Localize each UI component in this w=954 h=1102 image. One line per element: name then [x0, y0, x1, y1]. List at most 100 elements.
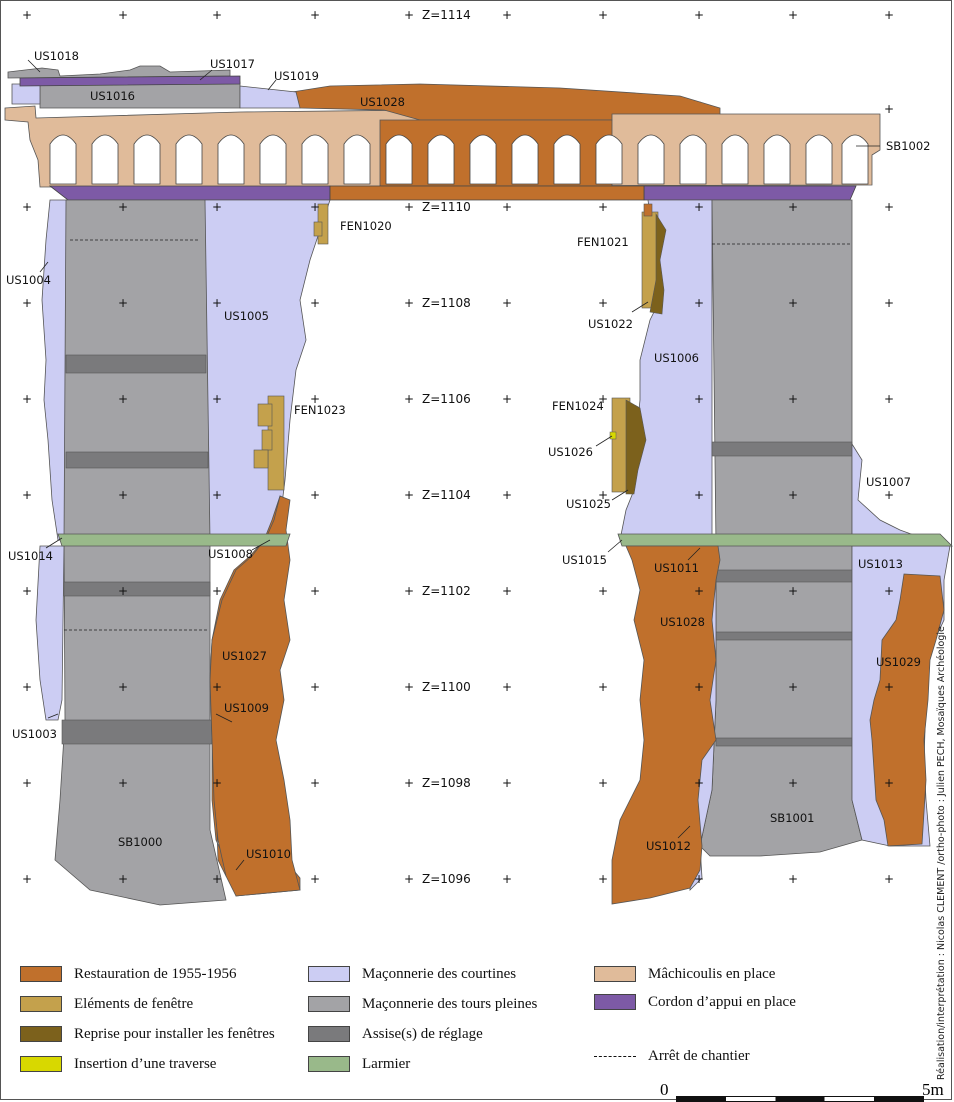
- grid-cross: +: [118, 488, 128, 502]
- label-fen1023: FEN1023: [294, 403, 346, 417]
- label-us1019: US1019: [274, 69, 319, 83]
- arcade-opening: [301, 134, 329, 185]
- grid-cross: +: [22, 8, 32, 22]
- fen1024-window: [609, 397, 647, 495]
- label-us1007: US1007: [866, 475, 911, 489]
- grid-cross: +: [212, 776, 222, 790]
- fen1023-window: [253, 395, 285, 491]
- label-us1014: US1014: [8, 549, 53, 563]
- right-tower: [609, 199, 953, 905]
- us1003-courtine: [35, 545, 65, 721]
- grid-cross: +: [310, 392, 320, 406]
- sb1000-tower: [54, 199, 227, 906]
- grid-cross: +: [404, 872, 414, 886]
- restoration-machicoulis: [291, 83, 721, 121]
- grid-cross: +: [22, 776, 32, 790]
- grid-cross: +: [212, 680, 222, 694]
- grid-cross: +: [788, 776, 798, 790]
- z-level-label: Z=1110: [422, 200, 471, 214]
- us1017-cordon: [19, 75, 241, 87]
- grid-cross: +: [502, 776, 512, 790]
- label-us1028: US1028: [660, 615, 705, 629]
- grid-cross: +: [310, 8, 320, 22]
- machicoulis-band: [4, 65, 881, 201]
- label-sb1000: SB1000: [118, 835, 162, 849]
- grid-cross: +: [118, 584, 128, 598]
- arcade-opening: [805, 134, 833, 185]
- z-level-label: Z=1100: [422, 680, 471, 694]
- z-level-label: Z=1096: [422, 872, 471, 886]
- label-us1025: US1025: [566, 497, 611, 511]
- grid-cross: +: [212, 392, 222, 406]
- grid-cross: +: [212, 8, 222, 22]
- grid-cross: +: [310, 680, 320, 694]
- grid-cross: +: [310, 296, 320, 310]
- grid-cross: +: [788, 680, 798, 694]
- us1028-restoration: [611, 545, 721, 905]
- grid-cross: +: [694, 200, 704, 214]
- grid-cross: +: [212, 488, 222, 502]
- label-us1016: US1016: [90, 89, 135, 103]
- us1019-block: [239, 85, 301, 109]
- reglage-course-5: [711, 441, 853, 457]
- label-us1011: US1011: [654, 561, 699, 575]
- grid-cross: +: [404, 8, 414, 22]
- grid-cross: +: [310, 200, 320, 214]
- label-sb1001: SB1001: [770, 811, 814, 825]
- grid-cross: +: [404, 488, 414, 502]
- leader-lines: [27, 59, 880, 871]
- grid-cross: +: [502, 872, 512, 886]
- label-us1012: US1012: [646, 839, 691, 853]
- grid-cross: +: [598, 296, 608, 310]
- grid-cross: +: [788, 584, 798, 598]
- z-level-label: Z=1098: [422, 776, 471, 790]
- grid-cross: +: [118, 8, 128, 22]
- fen1020-window: [313, 203, 329, 245]
- arcade-opening: [553, 134, 581, 185]
- grid-cross: +: [502, 296, 512, 310]
- label-us1005: US1005: [224, 309, 269, 323]
- label-sb1002: SB1002: [886, 139, 930, 153]
- reglage-course-3: [63, 581, 211, 597]
- grid-cross: +: [598, 8, 608, 22]
- grid-cross: +: [598, 680, 608, 694]
- grid-cross: +: [598, 584, 608, 598]
- arcade-opening: [679, 134, 707, 185]
- grid-cross: +: [788, 872, 798, 886]
- arcade-opening: [259, 134, 287, 185]
- grid-cross: +: [118, 872, 128, 886]
- label-us1018: US1018: [34, 49, 79, 63]
- grid-cross: +: [788, 392, 798, 406]
- grid-cross: +: [694, 584, 704, 598]
- label-us1022: US1022: [588, 317, 633, 331]
- grid-cross: +: [694, 872, 704, 886]
- grid-cross: +: [884, 488, 894, 502]
- us1027-body: [209, 495, 301, 897]
- label-fen1020: FEN1020: [340, 219, 392, 233]
- grid-cross: +: [22, 488, 32, 502]
- label-us1006: US1006: [654, 351, 699, 365]
- scale-line: [676, 1096, 924, 1102]
- grid-cross: +: [22, 872, 32, 886]
- larmier-right: [617, 533, 953, 547]
- grid-cross: +: [502, 8, 512, 22]
- grid-cross: +: [694, 296, 704, 310]
- arcade-opening: [469, 134, 497, 185]
- reglage-course-2: [65, 451, 209, 469]
- grid-cross: +: [212, 200, 222, 214]
- label-us1026: US1026: [548, 445, 593, 459]
- arcade-opening: [511, 134, 539, 185]
- grid-cross: +: [884, 392, 894, 406]
- arcade-opening: [637, 134, 665, 185]
- label-us1009: US1009: [224, 701, 269, 715]
- grid-cross: +: [884, 102, 894, 116]
- grid-cross: +: [788, 8, 798, 22]
- grid-cross: +: [884, 776, 894, 790]
- grid-cross: +: [694, 392, 704, 406]
- scale-end: 5m: [922, 1080, 944, 1099]
- grid-cross: +: [788, 488, 798, 502]
- reglage-course-6: [715, 569, 853, 583]
- label-us1010: US1010: [246, 847, 291, 861]
- grid-cross: +: [598, 200, 608, 214]
